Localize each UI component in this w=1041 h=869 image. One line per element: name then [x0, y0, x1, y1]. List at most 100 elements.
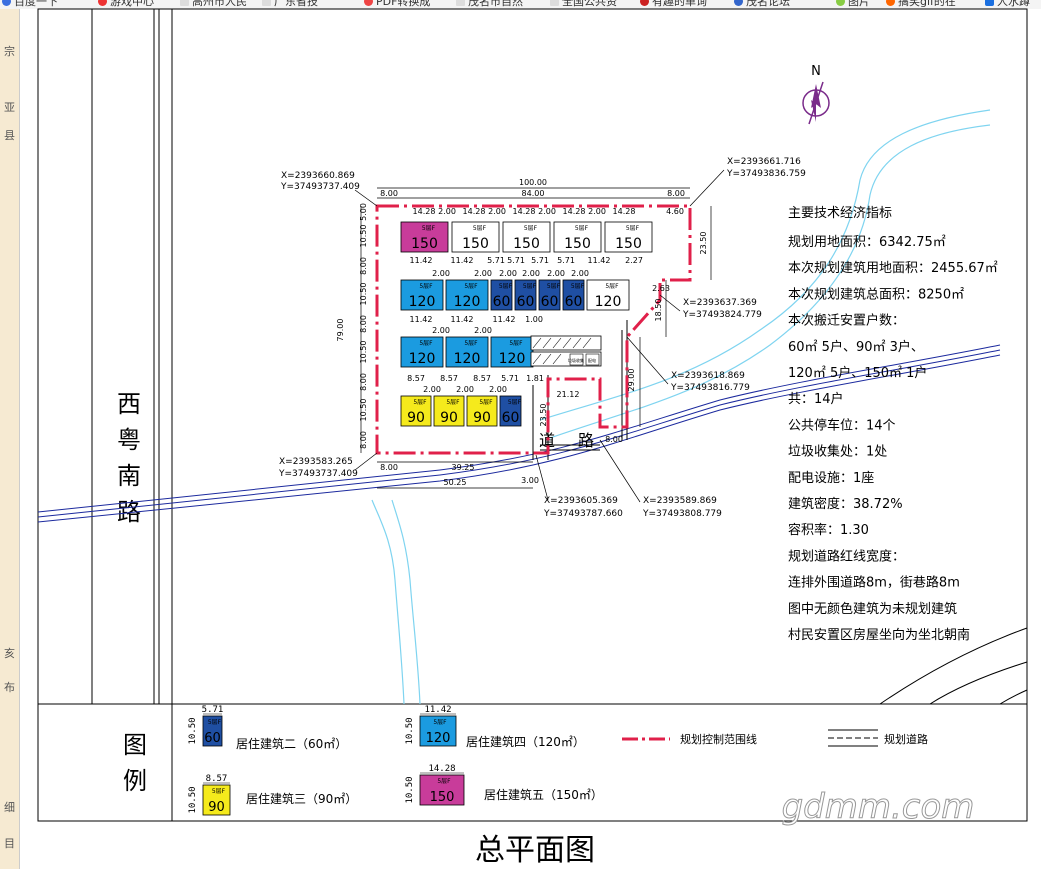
- floor-tag: 5层F: [479, 399, 493, 406]
- dimension-label: 2.00: [432, 269, 450, 278]
- dimension-label: 5.00: [359, 203, 368, 221]
- bookmark-item[interactable]: 人水蹲: [985, 0, 1030, 7]
- dimension-label: 2.00: [474, 326, 492, 335]
- coord-x: X=2393661.716: [727, 157, 801, 167]
- dimension-label: 2.00: [456, 385, 474, 394]
- building-footprint: [490, 279, 513, 311]
- dimension-label: 4.60: [666, 207, 684, 216]
- bookmark-item[interactable]: 搞笑gif的在: [886, 0, 956, 7]
- dimension-label: 5.71: [501, 374, 519, 383]
- dimension-label: 8.00: [667, 189, 685, 198]
- legend-label: 居住建筑三（90㎡）: [246, 791, 357, 806]
- coord-y: Y=37493737.409: [278, 469, 358, 479]
- unit-area-number: 150: [564, 236, 591, 252]
- bookmark-item[interactable]: 图片: [836, 0, 870, 7]
- drawing-frame: [37, 8, 1028, 822]
- dimension-label: 8.57: [473, 374, 491, 383]
- bookmark-item[interactable]: 游戏中心: [98, 0, 154, 7]
- indicator-line: 配电设施：1座: [788, 471, 874, 486]
- indicator-line: 连排外围道路8m，街巷路8m: [788, 575, 960, 591]
- inner-road-label: 路: [578, 431, 594, 450]
- dimension-label: 8.00: [380, 189, 398, 198]
- indicator-line: 容积率：1.30: [788, 522, 869, 538]
- coord-x: X=2393583.265: [279, 457, 353, 467]
- unit-area-number: 60: [565, 294, 583, 310]
- dimension-label: 39.25: [452, 463, 475, 472]
- building-footprint: [433, 395, 465, 427]
- indicator-title: 主要技术经济指标: [788, 206, 892, 221]
- planning-boundary: [375, 204, 692, 455]
- north-label: N: [811, 64, 821, 79]
- legend-width: 5.71: [202, 705, 224, 715]
- bookmark-item[interactable]: 百度一下: [2, 0, 58, 7]
- dimension-label: 8.00: [359, 315, 368, 333]
- coord-y: Y=37493836.759: [726, 169, 806, 179]
- indicator-line: 规划用地面积：6342.75㎡: [788, 235, 946, 250]
- legend-width: 8.57: [206, 774, 228, 784]
- unit-area-number: 120: [454, 351, 481, 367]
- coord-x: X=2393605.369: [544, 496, 618, 506]
- game-icon: [98, 0, 107, 6]
- unit-area-number: 90: [440, 410, 458, 426]
- building-footprint: [586, 279, 630, 311]
- bookmark-item[interactable]: 全国公共资: [550, 0, 617, 7]
- building-unit: 5层F 90: [433, 395, 465, 427]
- dimension-label: 2.00: [571, 269, 589, 278]
- dimension-label: 5.71: [487, 256, 505, 265]
- building-footprint: [400, 221, 449, 253]
- unit-area-number: 60: [493, 294, 511, 310]
- dimension-label: 2.27: [625, 256, 643, 265]
- building-footprint: [445, 279, 489, 311]
- bookmark-item[interactable]: 广东省技: [262, 0, 318, 7]
- floor-tag: 5层F: [446, 399, 460, 406]
- unit-area-number: 120: [454, 294, 481, 310]
- dimension-label: 2.00: [432, 326, 450, 335]
- legend-swatch: [202, 715, 223, 747]
- building-footprint: [502, 221, 551, 253]
- dimension-label: 8.57: [407, 374, 425, 383]
- floor-tag: 5层F: [413, 399, 427, 406]
- floor-tag: 5层F: [605, 283, 619, 290]
- unit-area-number: 150: [462, 236, 489, 252]
- unit-area-number: 60: [517, 294, 535, 310]
- bookmark-item[interactable]: 茂名市自然: [456, 0, 523, 7]
- dimension-label: 8.00: [380, 463, 398, 472]
- legend-height: 10.50: [405, 776, 415, 803]
- bookmark-item[interactable]: 茂名论坛: [734, 0, 790, 7]
- legend-width: 11.42: [424, 705, 451, 715]
- bookmark-item[interactable]: PDF转换成: [364, 0, 430, 7]
- floor-tag: 5层F: [523, 283, 537, 290]
- dimension-label: 2.00: [538, 207, 556, 216]
- legend-number: 90: [208, 800, 225, 815]
- floor-tag: 5层F: [433, 719, 447, 726]
- dimension-label: 2.00: [438, 207, 456, 216]
- dimension-label: 2.00: [474, 269, 492, 278]
- bookmark-item[interactable]: 有趣的单询: [640, 0, 707, 7]
- building-footprint: [400, 395, 432, 427]
- bookmark-bar: 百度一下 游戏中心 高州市人民 广东省技 PDF转换成 茂名市自然 全国公共资 …: [0, 0, 1041, 9]
- road-legend-swatch: [828, 729, 878, 747]
- legend-swatch: [202, 784, 231, 816]
- building-footprint: [604, 221, 653, 253]
- coord-x: X=2393589.869: [643, 496, 717, 506]
- road-name-char: 西: [117, 390, 141, 418]
- legend-number: 150: [430, 790, 455, 805]
- indicator-line: 建筑密度：38.72%: [788, 496, 903, 512]
- page-icon: [180, 0, 189, 6]
- dimension-label: 5.71: [557, 256, 575, 265]
- dimension-label: 11.42: [451, 315, 474, 324]
- bookmark-item[interactable]: 高州市人民: [180, 0, 247, 7]
